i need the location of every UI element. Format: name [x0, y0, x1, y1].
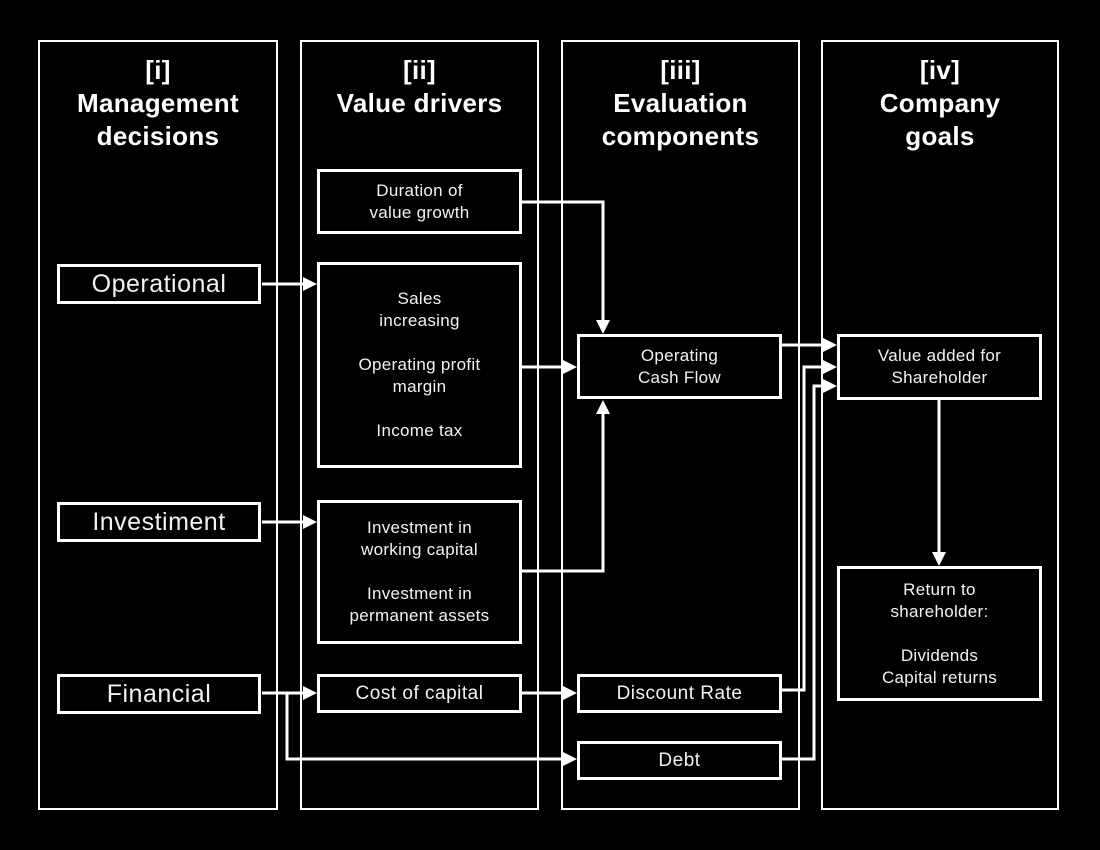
column-title-evaluation-components: [iii] Evaluation components: [563, 54, 798, 153]
node-text-line: value growth: [369, 202, 470, 222]
node-debt-label: Debt: [658, 750, 701, 771]
column-title-line: components: [601, 121, 760, 151]
node-value-added-for-shareholder: Value added for Shareholder: [837, 334, 1042, 400]
node-cost-of-capital: Cost of capital: [317, 674, 522, 713]
column-management-decisions: [i] Management decisions: [38, 40, 278, 810]
node-text-line: Value added for: [877, 346, 1002, 365]
node-text-line: [840, 623, 1039, 645]
node-text-line: Operating: [640, 345, 719, 365]
node-operational-value-drivers: Sales increasing Operating profit margin…: [317, 262, 522, 468]
node-text-line: Sales: [397, 289, 442, 308]
column-title-line: [i]: [145, 55, 171, 85]
column-title-line: [ii]: [403, 55, 436, 85]
node-text-line: Shareholder: [891, 368, 988, 387]
node-operating-cash-flow: Operating Cash Flow: [577, 334, 782, 399]
node-financial: Financial: [57, 674, 261, 714]
node-text-line: working capital: [361, 540, 478, 559]
column-title-line: decisions: [96, 121, 220, 151]
column-title-line: Company: [879, 88, 1001, 118]
column-title-company-goals: [iv] Company goals: [823, 54, 1057, 153]
node-text-line: [320, 561, 519, 583]
node-investment-value-drivers: Investment in working capital Investment…: [317, 500, 522, 644]
node-financial-label: Financial: [106, 679, 212, 708]
node-operational-label: Operational: [91, 269, 227, 298]
column-title-line: Evaluation: [613, 88, 748, 118]
node-text-line: margin: [392, 377, 447, 396]
node-text-line: [320, 398, 519, 420]
node-text-line: Income tax: [376, 421, 463, 440]
node-discount-rate: Discount Rate: [577, 674, 782, 713]
column-title-line: [iv]: [919, 55, 961, 85]
node-text-line: shareholder:: [890, 601, 989, 621]
node-operational: Operational: [57, 264, 261, 304]
column-title-line: Value drivers: [336, 88, 503, 118]
node-text-line: Capital returns: [881, 667, 998, 687]
node-investiment: Investiment: [57, 502, 261, 542]
node-duration-of-value-growth: Duration of value growth: [317, 169, 522, 234]
column-title-value-drivers: [ii] Value drivers: [302, 54, 537, 120]
column-title-line: Management: [77, 88, 239, 118]
node-return-to-shareholder: Return to shareholder: Dividends Capital…: [837, 566, 1042, 701]
column-title-management-decisions: [i] Management decisions: [40, 54, 276, 153]
node-text-line: Return to: [903, 579, 976, 599]
node-investiment-label: Investiment: [92, 507, 226, 536]
node-text-line: [320, 332, 519, 354]
node-text-line: Operating profit: [358, 355, 481, 374]
node-text-line: Investment in: [366, 584, 472, 603]
node-text-line: Cash Flow: [637, 367, 721, 387]
node-text-line: Dividends: [900, 645, 979, 665]
node-discount-rate-label: Discount Rate: [616, 683, 743, 704]
node-text-line: Duration of: [376, 180, 463, 200]
node-text-line: increasing: [379, 311, 460, 330]
column-title-line: goals: [905, 121, 975, 151]
node-cost-of-capital-label: Cost of capital: [355, 683, 484, 704]
node-text-line: permanent assets: [349, 606, 490, 625]
column-title-line: [iii]: [660, 55, 701, 85]
node-text-line: Investment in: [366, 518, 472, 537]
node-debt: Debt: [577, 741, 782, 780]
